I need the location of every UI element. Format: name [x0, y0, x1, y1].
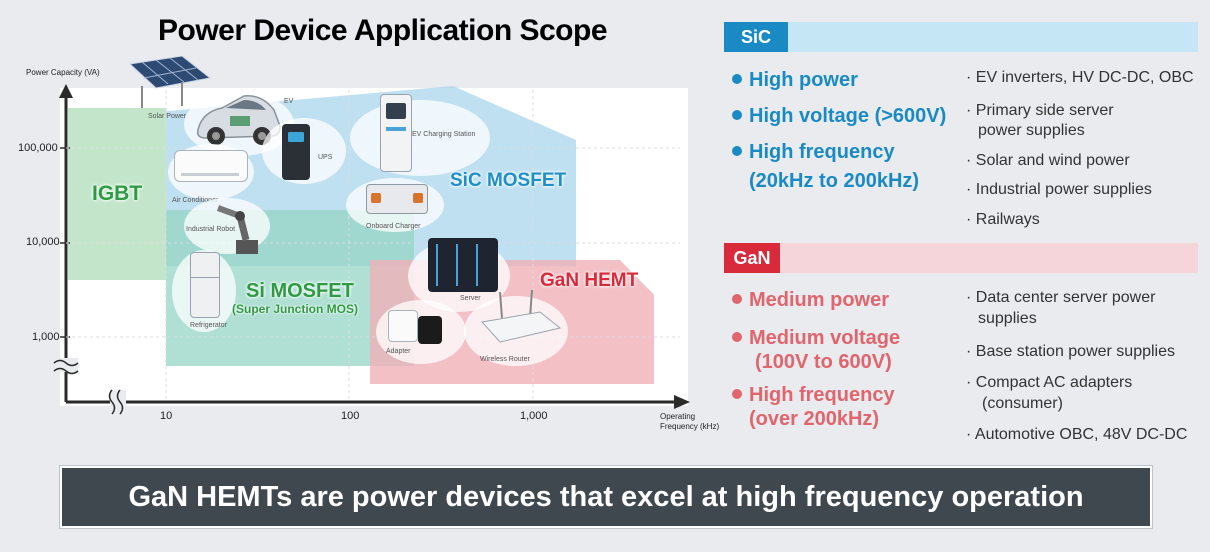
gan-tag: GaN — [724, 243, 780, 273]
gan-feature-2: Medium voltage — [732, 326, 900, 350]
y-tick-1000: 1,000 — [32, 331, 60, 343]
adapter-black-icon — [418, 316, 442, 344]
sic-mosfet-label: SiC MOSFET — [450, 170, 567, 191]
chart-title: Power Device Application Scope — [158, 14, 608, 47]
x-tick-10: 10 — [160, 410, 173, 422]
igbt-label: IGBT — [92, 182, 143, 205]
y-axis-arrow — [59, 84, 73, 98]
gan-app-2: · Base station power supplies — [966, 343, 1176, 360]
ev-charging-station-icon — [380, 94, 412, 172]
gan-app-3-line2: (consumer) — [982, 395, 1063, 412]
y-tick-10000: 10,000 — [26, 236, 60, 248]
gan-feature-3-line2: (over 200kHz) — [749, 408, 880, 430]
gan-feature-3: High frequency — [732, 383, 895, 407]
bullet-icon — [732, 110, 742, 120]
gan-feature-2-line2: (100V to 600V) — [755, 351, 892, 373]
igbt-region — [68, 108, 166, 280]
refrigerator-icon — [190, 252, 220, 318]
sic-app-5: · Railways — [966, 211, 1040, 228]
server-label: Server — [460, 295, 481, 302]
solar-panel-icon — [128, 56, 212, 108]
wireless-router-icon — [481, 289, 562, 343]
x-tick-100: 100 — [341, 410, 360, 422]
sic-feature-1: High power — [732, 68, 858, 92]
sic-header-band — [724, 22, 1198, 52]
x-axis-arrow — [674, 395, 690, 409]
y-axis-label: Power Capacity (VA) — [26, 68, 100, 77]
gan-header-band — [724, 243, 1198, 273]
gan-app-1-line2: supplies — [978, 310, 1037, 327]
sic-app-4: · Industrial power supplies — [966, 181, 1152, 198]
solar-power-label: Solar Power — [148, 113, 187, 120]
onboard-charger-label: Onboard Charger — [366, 223, 421, 230]
industrial-robot-label: Industrial Robot — [186, 226, 236, 233]
ups-icon — [282, 124, 310, 180]
bullet-icon — [732, 146, 742, 156]
ups-label: UPS — [318, 154, 333, 161]
air-conditioner-label: Air Conditioner — [172, 197, 219, 204]
gan-feature-1: Medium power — [732, 288, 889, 312]
gan-app-3: · Compact AC adapters — [966, 374, 1133, 391]
adapter-white-icon — [388, 310, 418, 342]
sic-feature-3-line2: (20kHz to 200kHz) — [749, 170, 920, 192]
ev-charging-bubble — [350, 100, 490, 176]
server-icon — [428, 238, 498, 292]
y-tick-100000: 100,000 — [18, 142, 58, 154]
bullet-icon — [732, 74, 742, 84]
x-axis-label-line2: Frequency (kHz) — [660, 422, 720, 431]
sic-app-3: · Solar and wind power — [966, 152, 1130, 169]
si-mosfet-label: Si MOSFET — [246, 280, 354, 302]
si-mosfet-sublabel: (Super Junction MOS) — [232, 302, 358, 316]
sic-app-2-line2: power supplies — [978, 122, 1085, 139]
refrigerator-label: Refrigerator — [190, 322, 227, 329]
air-conditioner-icon — [174, 150, 248, 182]
gan-hemt-label: GaN HEMT — [540, 270, 639, 291]
ev-label: EV — [284, 98, 294, 105]
bullet-icon — [732, 332, 742, 342]
onboard-charger-icon — [366, 184, 428, 214]
adapter-label: Adapter — [386, 348, 411, 355]
x-tick-1000: 1,000 — [520, 410, 548, 422]
summary-banner: GaN HEMTs are power devices that excel a… — [60, 466, 1152, 528]
ev-charging-label: EV Charging Station — [412, 131, 476, 138]
gan-app-4: · Automotive OBC, 48V DC-DC — [966, 426, 1188, 443]
sic-app-1: · EV inverters, HV DC-DC, OBC — [966, 69, 1194, 86]
ev-car-icon — [196, 95, 281, 145]
sic-app-2: · Primary side server — [966, 102, 1114, 119]
industrial-robot-icon — [216, 205, 258, 254]
sic-tag: SiC — [724, 22, 788, 52]
bullet-icon — [732, 389, 742, 399]
sic-feature-3: High frequency — [732, 140, 895, 164]
x-axis-label-line1: Operating — [660, 412, 696, 421]
gan-app-1: · Data center server power — [966, 289, 1156, 306]
wireless-router-label: Wireless Router — [480, 356, 530, 363]
bullet-icon — [732, 294, 742, 304]
sic-feature-2: High voltage (>600V) — [732, 104, 946, 128]
